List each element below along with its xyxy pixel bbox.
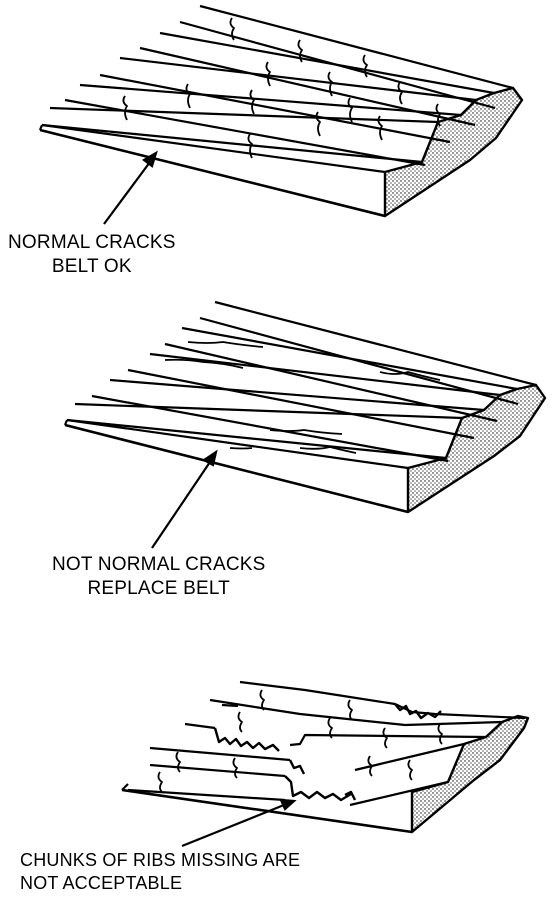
belt-not-normal-cracks [63,300,547,514]
caption-normal-cracks: NORMAL CRACKS BELT OK [8,231,176,279]
caption-chunks-missing: CHUNKS OF RIBS MISSING ARE NOT ACCEPTABL… [20,849,300,894]
caption-not-normal-cracks: NOT NORMAL CRACKS REPLACE BELT [52,553,266,601]
belt-normal-cracks [38,4,524,218]
caption-line: NORMAL CRACKS [8,232,176,253]
caption-line: NOT NORMAL CRACKS [52,554,266,575]
caption-line: NOT ACCEPTABLE [20,872,183,893]
caption-line: REPLACE BELT [87,577,230,599]
belt-end-section [410,714,530,834]
arrow-chunks-missing [181,798,297,848]
caption-line: BELT OK [51,255,132,277]
arrow-not-normal [151,449,218,549]
caption-line: CHUNKS OF RIBS MISSING ARE [20,850,301,870]
belt-chunks-missing [121,680,530,834]
arrow-normal [103,150,158,225]
belt-end-section [383,86,524,218]
